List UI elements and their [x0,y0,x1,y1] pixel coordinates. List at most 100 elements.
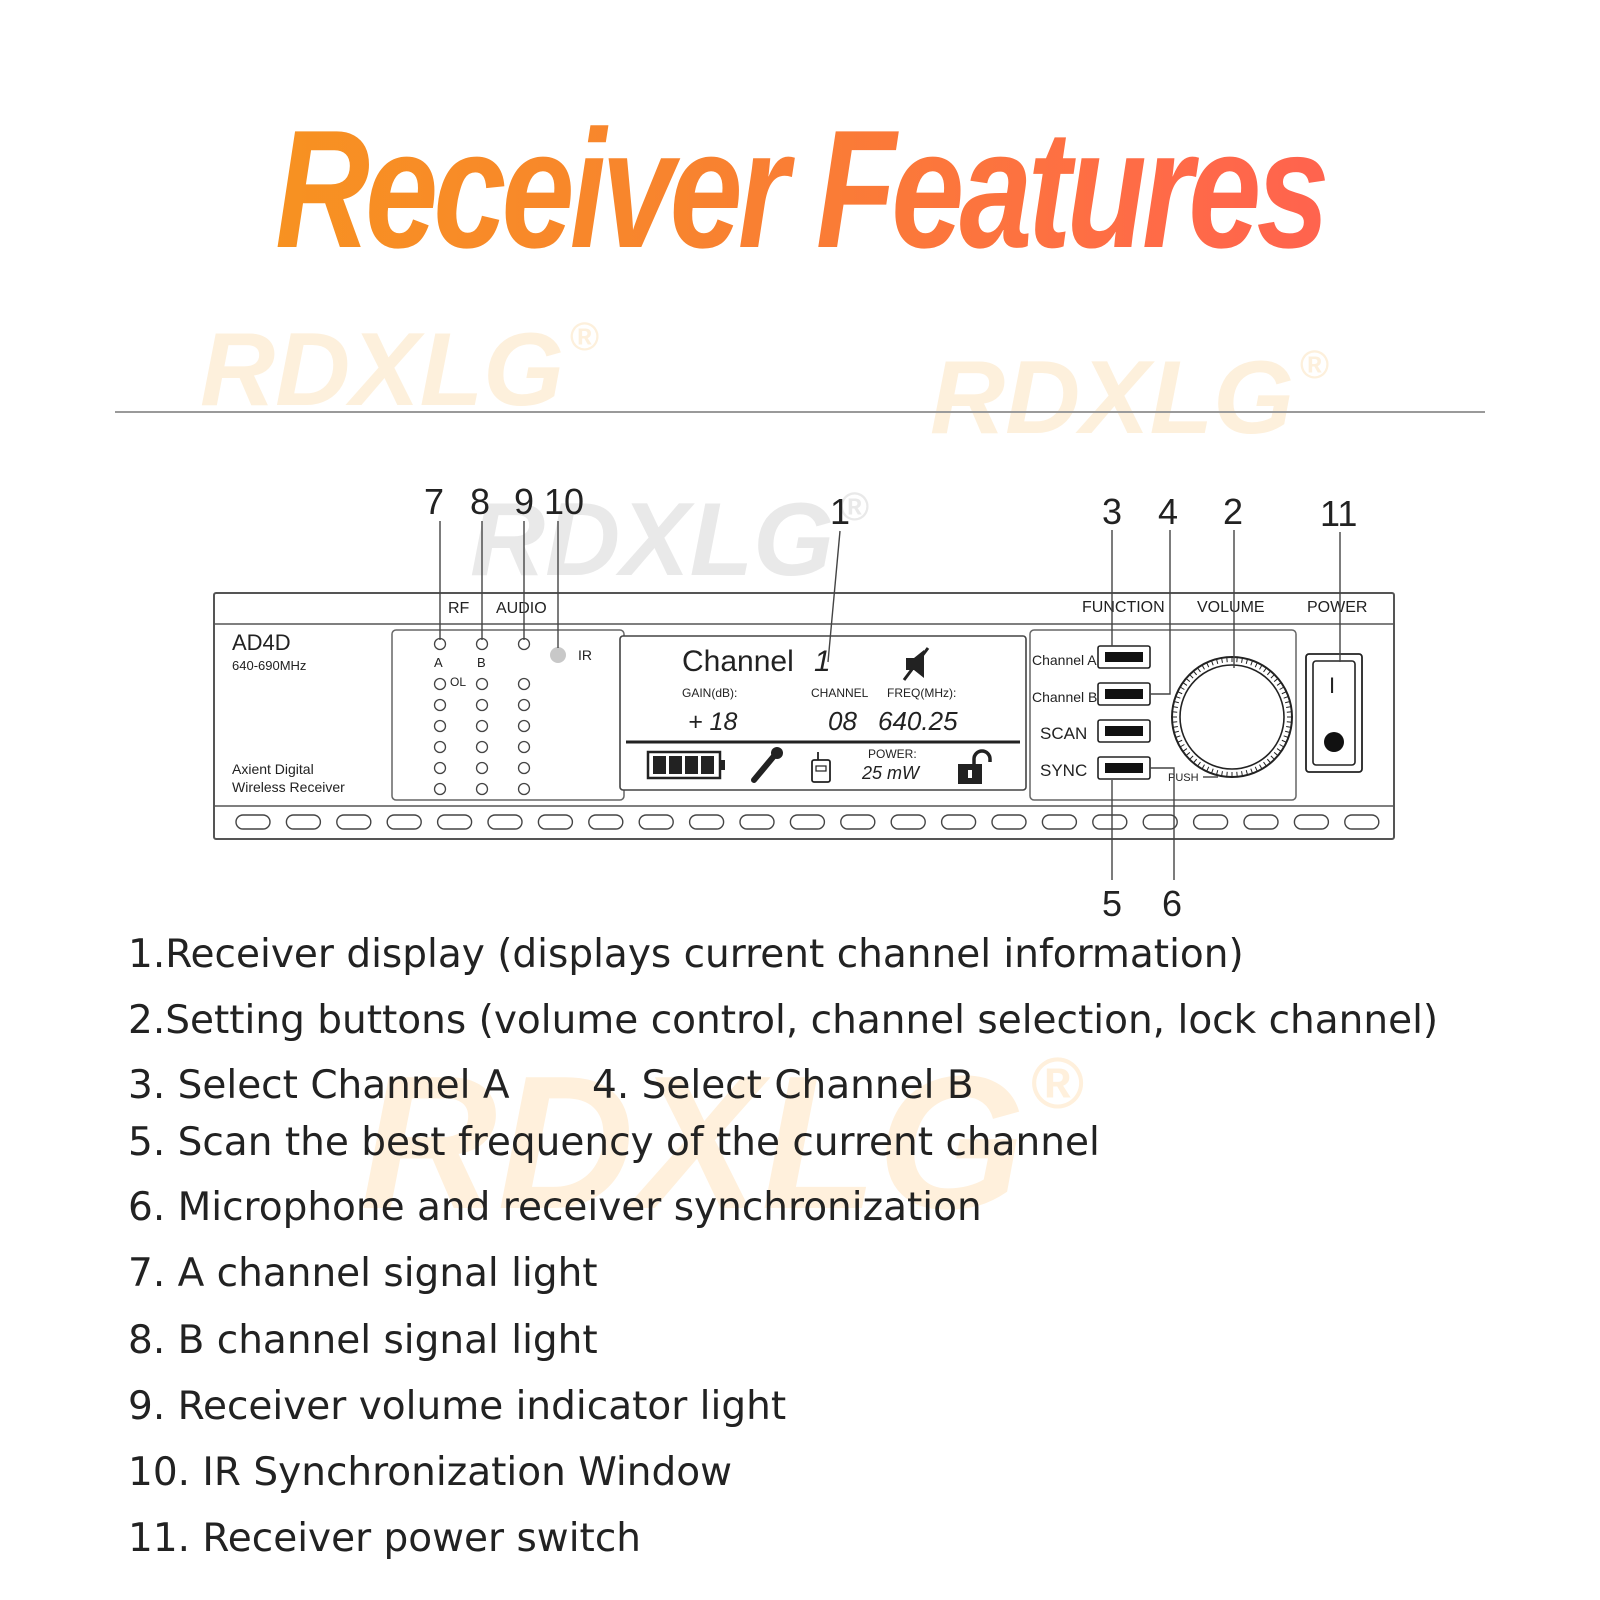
channel-col-value: 08 [828,706,857,736]
feature-item: 11. Receiver power switch [128,1516,641,1561]
callout-3: 3 [1102,491,1122,532]
frequency-band: 640-690MHz [232,658,306,673]
vent-slot [1243,814,1279,830]
channel-a-label: Channel A [1032,652,1097,668]
led-indicator [475,740,489,754]
vent-slot [688,814,725,830]
vent-slot [588,814,624,830]
gain-label: GAIN(dB): [682,686,737,700]
vent-slot [739,814,775,830]
feature-item: 1.Receiver display (displays current cha… [128,932,1244,977]
led-a-label: A [434,655,443,670]
led-indicator [517,719,531,733]
led-indicator [433,761,447,775]
vent-slot [789,814,826,830]
led-ol-label: OL [450,675,466,689]
vent-slot [235,814,271,830]
watermark-logo: RDXLG® [360,1037,1085,1249]
vent-slot [890,814,926,830]
led-indicator [475,782,489,796]
vent-slot [537,814,574,830]
feature-item: 9. Receiver volume indicator light [128,1384,787,1429]
callout-2: 2 [1223,491,1243,532]
vent-slot [840,814,876,830]
power-off-symbol [1324,732,1344,752]
vent-slot [1092,814,1128,830]
callout-1: 1 [830,491,850,532]
channel-b-label: Channel B [1032,689,1097,705]
display-channel-label: Channel [682,645,794,678]
volume-knob[interactable] [1171,656,1293,778]
scan-button[interactable] [1097,719,1151,743]
callout-9: 9 [514,481,534,522]
rf-label: RF [448,600,470,617]
callout-4: 4 [1158,491,1178,532]
receiver-diagram: RF AUDIO FUNCTION VOLUME POWER AD4D 640-… [213,481,1395,924]
vent-slot [285,814,322,830]
freq-label: FREQ(MHz): [887,686,956,700]
callout-line-1 [827,530,841,663]
callout-11: 11 [1320,493,1357,534]
led-b-label: B [477,655,486,670]
vent-slot [386,814,422,830]
vent-slot [940,814,977,830]
channel-a-button[interactable] [1097,645,1151,669]
power-on-symbol: I [1329,673,1335,698]
callout-line-4 [1150,530,1171,695]
ir-window [550,647,566,663]
channel-b-button[interactable] [1097,682,1151,706]
function-panel [1029,629,1297,801]
led-indicator [475,719,489,733]
audio-label: AUDIO [496,600,547,617]
led-indicator [517,782,531,796]
callout-line-6 [1150,767,1175,880]
model-name: AD4D [232,630,291,655]
receiver-display [619,635,1027,791]
power-value-label: POWER: [868,747,917,761]
vent-slot [1041,814,1078,830]
led-indicator [517,698,531,712]
mute-icon [902,647,930,681]
feature-item: 7. A channel signal light [128,1251,598,1296]
feature-item: 3. Select Channel A [128,1063,510,1108]
led-indicator [475,698,489,712]
power-label: POWER [1307,599,1367,616]
vent-slot [487,814,523,830]
feature-item: 2.Setting buttons (volume control, chann… [128,998,1439,1043]
callout-7: 7 [424,481,444,522]
display-channel-value: 1 [814,645,831,678]
led-indicator [475,761,489,775]
power-switch[interactable]: I [1305,653,1363,773]
led-indicator [433,782,447,796]
function-label: FUNCTION [1082,599,1165,616]
battery-icon [646,750,725,780]
vent-slot [436,814,473,830]
sync-button[interactable] [1097,756,1151,780]
callout-5: 5 [1102,883,1122,924]
unlock-icon [958,749,992,784]
sync-label: SYNC [1040,761,1087,780]
led-indicator [433,719,447,733]
vent-slot [1344,814,1380,830]
scan-label: SCAN [1040,724,1087,743]
led-indicator [475,677,489,691]
vent-slot [336,814,372,830]
led-indicator [517,677,531,691]
gain-value: + 18 [688,708,737,736]
feature-item: 10. IR Synchronization Window [128,1450,732,1495]
led-indicator [517,740,531,754]
ir-label: IR [578,647,592,663]
microphone-icon [751,747,783,783]
callout-6: 6 [1162,883,1182,924]
led-indicator [433,698,447,712]
led-indicator [433,677,447,691]
bodypack-icon [811,752,831,783]
led-indicator [517,761,531,775]
freq-value: 640.25 [878,706,958,736]
feature-item: 8. B channel signal light [128,1318,598,1363]
led-indicator [433,740,447,754]
vent-slot [991,814,1027,830]
vent-slot [638,814,674,830]
vent-slot [1142,814,1178,830]
page-title: Receiver Features [176,104,1424,274]
